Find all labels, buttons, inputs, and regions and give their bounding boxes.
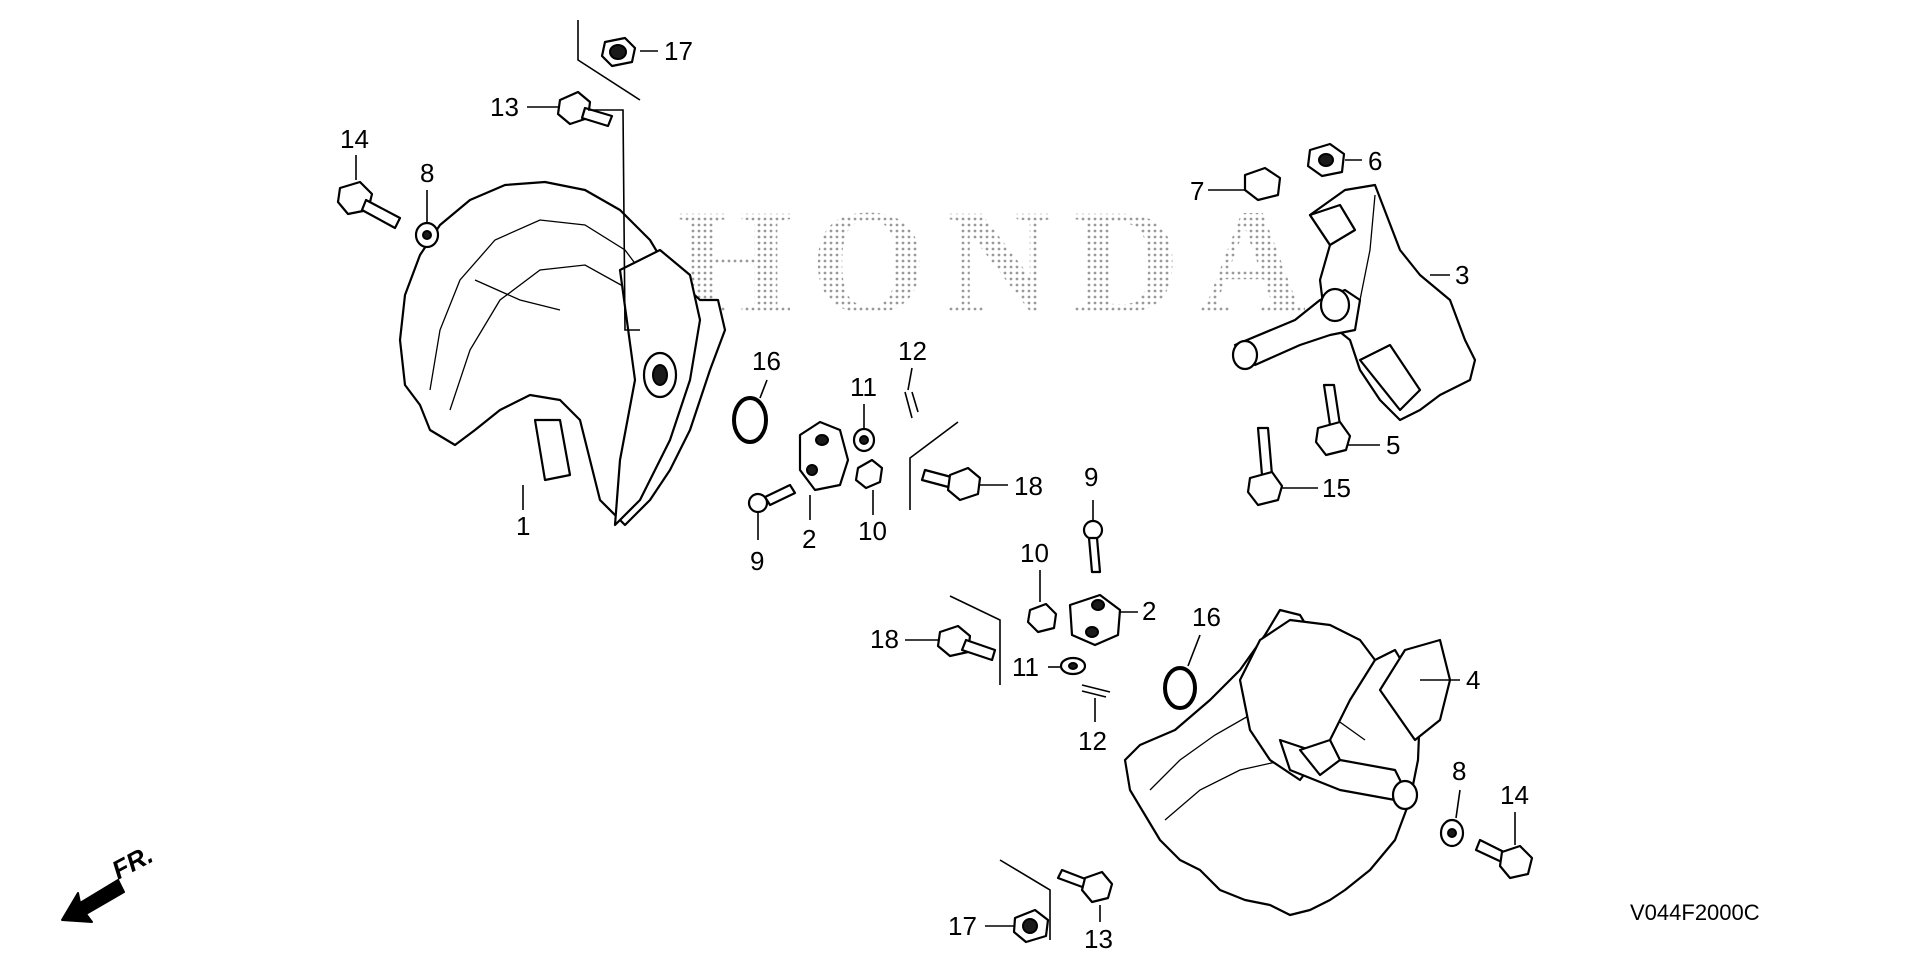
bolt-18-upper <box>920 466 982 502</box>
callout-12-upper: 12 <box>898 336 927 366</box>
nut-10-upper <box>854 458 884 490</box>
washer-8-upper <box>414 221 440 249</box>
callout-8-upper: 8 <box>420 158 434 188</box>
callout-16-upper: 16 <box>752 346 781 376</box>
callout-16-lower: 16 <box>1192 602 1221 632</box>
nut-6 <box>1306 142 1346 178</box>
callout-11-lower: 11 <box>1012 652 1039 682</box>
washer-8-lower <box>1439 818 1465 848</box>
pin-9-lower <box>1082 519 1104 574</box>
bolt-15 <box>1246 426 1284 507</box>
nut-17-lower <box>1012 908 1050 944</box>
clip-12-lower <box>1081 684 1111 698</box>
bracket-2-lower <box>1068 593 1122 647</box>
nut-10-lower <box>1026 602 1058 634</box>
arrow-icon <box>61 879 125 923</box>
callout-18-lower: 18 <box>870 624 899 654</box>
callout-14-upper: 14 <box>340 124 369 154</box>
callout-14-lower: 14 <box>1500 780 1529 810</box>
callout-10-upper: 10 <box>858 516 887 546</box>
callout-3: 3 <box>1455 260 1469 290</box>
callout-8-lower: 8 <box>1452 756 1466 786</box>
callout-2-upper: 2 <box>802 524 816 554</box>
callout-12-lower: 12 <box>1078 726 1107 756</box>
tine-assembly-1 <box>398 180 727 527</box>
ring-16-upper <box>732 396 768 444</box>
callout-18-upper: 18 <box>1014 471 1043 501</box>
washer-11-lower <box>1059 656 1087 676</box>
honda-watermark: HONDA <box>676 179 1324 345</box>
pin-9-upper <box>747 483 797 514</box>
callout-11-upper: 11 <box>850 372 877 402</box>
callout-7: 7 <box>1190 176 1204 206</box>
callout-13-upper: 13 <box>490 92 519 122</box>
leader-lines <box>355 50 1516 927</box>
callout-15: 15 <box>1322 473 1351 503</box>
callout-numbers: 17 13 14 8 1 16 12 11 18 9 2 10 7 6 3 5 … <box>340 36 1529 954</box>
front-direction-arrow: FR. <box>61 839 158 923</box>
shaft-housing-3 <box>1231 183 1477 422</box>
bolt-18-lower <box>936 624 997 662</box>
callout-5: 5 <box>1386 430 1400 460</box>
bolt-13-lower <box>1056 868 1114 904</box>
diagram-code: V044F2000C <box>1630 900 1760 925</box>
clip-12-upper <box>904 391 919 419</box>
callout-9-upper: 9 <box>750 546 764 576</box>
bolt-14-upper <box>336 180 402 230</box>
callout-17-upper: 17 <box>664 36 693 66</box>
ring-16-lower <box>1163 666 1197 710</box>
callout-13-lower: 13 <box>1084 924 1113 954</box>
nut-17-upper <box>600 36 637 68</box>
front-label: FR. <box>107 839 158 885</box>
bolt-5 <box>1314 383 1352 457</box>
bracket-2-upper <box>798 420 850 492</box>
callout-2-lower: 2 <box>1142 596 1156 626</box>
bolt-14-lower <box>1474 838 1534 880</box>
tine-assembly-4 <box>1123 608 1452 917</box>
callout-6: 6 <box>1368 146 1382 176</box>
callout-1: 1 <box>516 511 530 541</box>
nut-7 <box>1243 166 1282 202</box>
bolt-13-upper <box>556 90 614 128</box>
washer-11-upper <box>852 427 876 453</box>
callout-9-lower: 9 <box>1084 462 1098 492</box>
group-brackets <box>577 20 1051 940</box>
callout-4: 4 <box>1466 665 1480 695</box>
callout-17-lower: 17 <box>948 911 977 941</box>
callout-10-lower: 10 <box>1020 538 1049 568</box>
